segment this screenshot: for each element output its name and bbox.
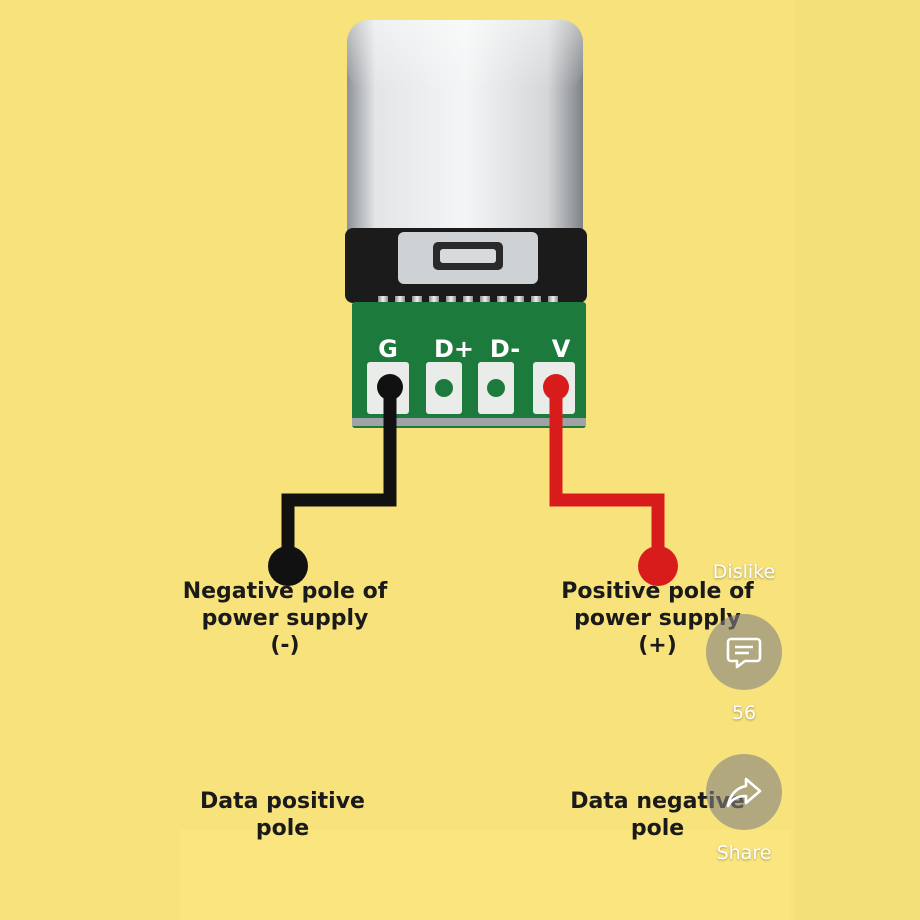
share-button[interactable]	[706, 754, 782, 830]
negative-pole-label: Negative pole of power supply (-)	[182, 579, 388, 658]
positive-wire	[543, 374, 678, 586]
pin-label-d-minus: D-	[490, 335, 520, 363]
share-icon	[726, 777, 762, 808]
negative-wire	[268, 374, 403, 586]
pin-label-g: G	[378, 335, 398, 363]
comment-icon	[726, 637, 762, 669]
solder-pads	[367, 362, 575, 414]
comment-count: 56	[731, 702, 757, 724]
dislike-button-label[interactable]: Dislike	[712, 561, 776, 583]
connector-shell	[347, 20, 583, 252]
share-button-label[interactable]: Share	[716, 842, 772, 864]
pcb-board	[352, 302, 586, 428]
positive-pole-label: Positive pole of power supply (+)	[561, 579, 754, 658]
side-panel	[795, 0, 920, 920]
data-positive-pole-label: Data positive pole	[200, 789, 365, 841]
pin-label-d-plus: D+	[434, 335, 474, 363]
bottom-band	[180, 830, 790, 920]
comment-button[interactable]	[706, 614, 782, 690]
pin-label-v: V	[552, 335, 571, 363]
connector-collar	[345, 228, 587, 303]
